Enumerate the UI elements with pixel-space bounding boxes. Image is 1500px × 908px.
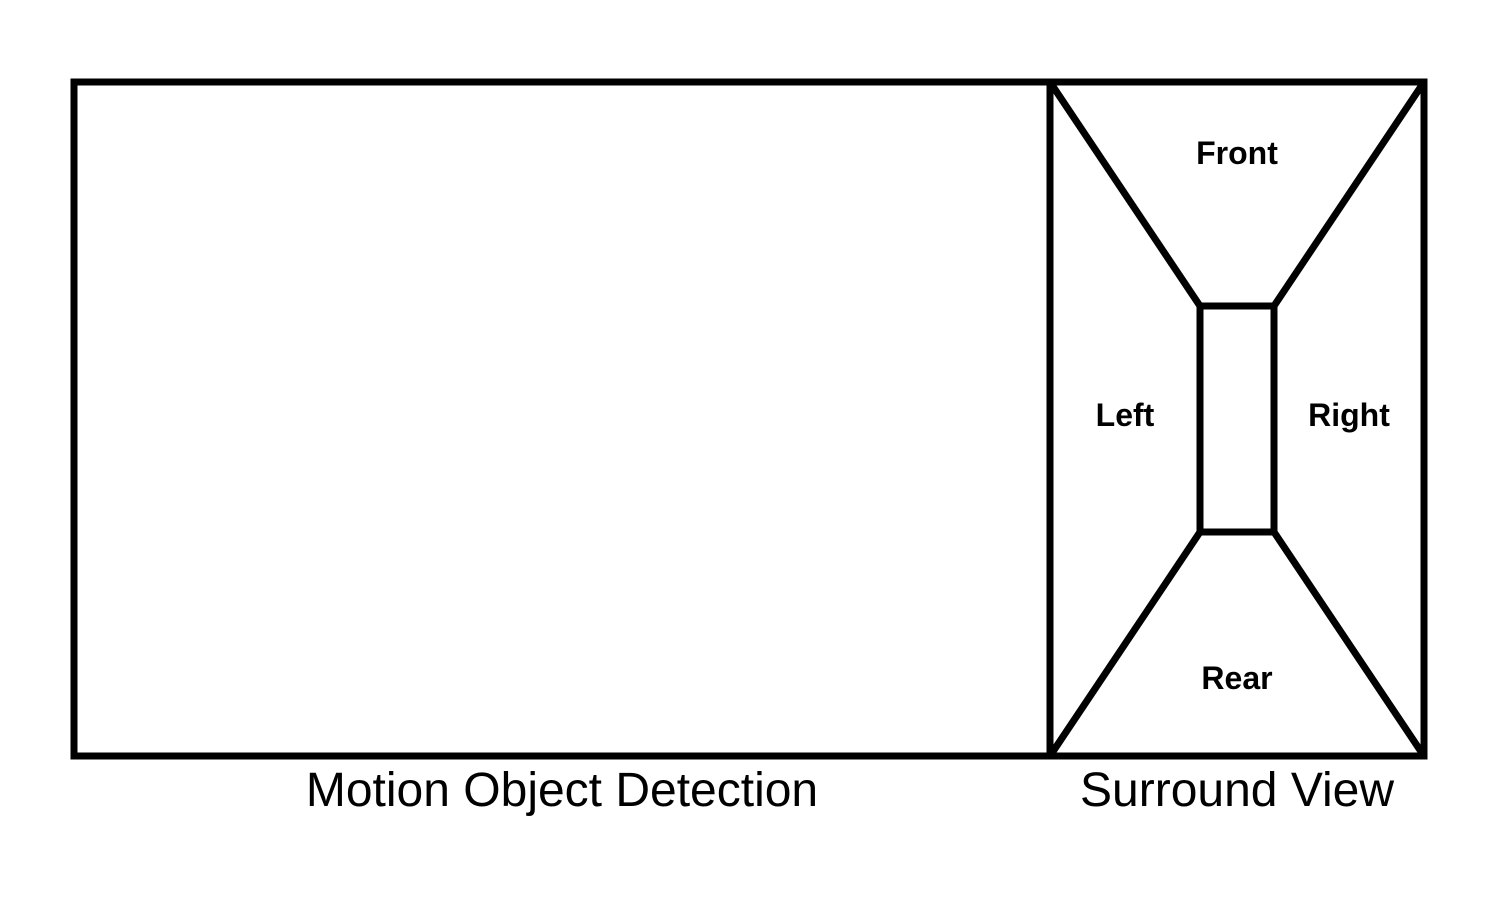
caption-surround-view: Surround View [1080,764,1394,817]
divider-top-left [1047,80,1203,308]
divider-bottom-right [1271,530,1427,758]
zone-label-front: Front [1196,135,1278,171]
zone-label-rear: Rear [1201,660,1272,696]
vehicle-box [1196,302,1278,536]
zone-label-left: Left [1096,397,1155,433]
divider-top-right [1271,80,1427,308]
divider-bottom-left [1047,530,1203,758]
zone-label-right: Right [1308,397,1390,433]
surround-view-panel [1046,78,1428,760]
caption-motion-detection: Motion Object Detection [306,764,818,817]
motion-detection-panel [70,78,1054,760]
